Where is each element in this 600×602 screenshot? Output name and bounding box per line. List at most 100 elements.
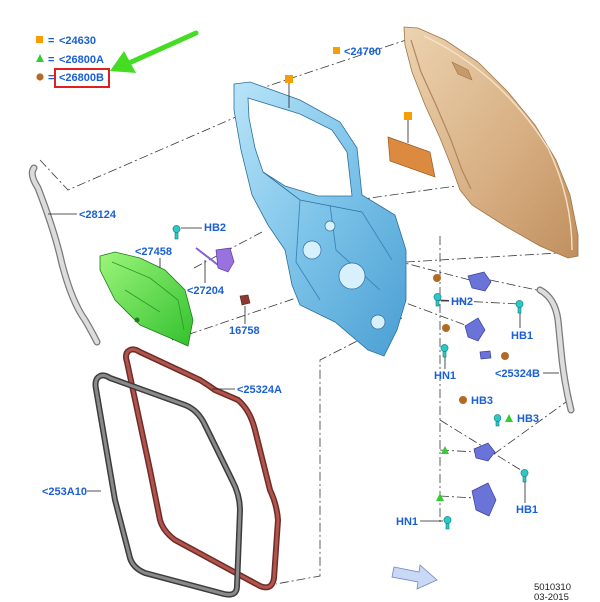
green-trim-panel-rib: [111, 261, 185, 331]
drawing-number: 5010310: [534, 582, 571, 593]
upper-hinge-group: [433, 271, 524, 314]
clip-16758-icon: [239, 294, 251, 306]
bolt-head: [520, 469, 529, 477]
assembly-line: [439, 495, 475, 499]
drawing-date: 03-2015: [534, 592, 569, 602]
nut-circle-icon: [442, 324, 450, 332]
inner-door-hole: [324, 220, 336, 232]
legend-square-eq: =: [48, 35, 54, 47]
bolt-head: [515, 300, 524, 308]
right-weatherstrip: [536, 286, 575, 414]
callout-strip-right: <25324B: [495, 368, 540, 380]
bolt-head: [443, 516, 452, 524]
inner-door-hole: [338, 262, 366, 290]
inner-door-frame-shape: [233, 81, 407, 357]
callout-seal-gray: <253A10: [42, 486, 87, 498]
callout-square-icon: [333, 47, 340, 54]
hb3-bolt-icon: [493, 414, 502, 427]
rod-bracket-body: [215, 247, 235, 273]
assembly-line: [275, 317, 403, 585]
assembly-line: [439, 299, 521, 305]
outer-door-panel-highlight: [423, 35, 573, 251]
hn1-upper-bolt-icon: [440, 344, 449, 358]
front-direction-arrow-icon: [391, 564, 438, 590]
legend-triangle-eq: =: [48, 54, 54, 66]
legend-circle-code: <26800B: [59, 72, 104, 84]
assembly-line: [171, 297, 297, 341]
callout-panel-green: <27458: [135, 246, 172, 258]
green-trim-panel-shape: [99, 251, 194, 347]
pointer-arrow-shaft: [126, 30, 199, 66]
legend-circle-icon: [36, 73, 44, 81]
hb1-lower-bolt-icon: [520, 469, 529, 483]
lower-hinge-lower-half: [471, 482, 497, 517]
legend-square-code: <24630: [59, 35, 96, 47]
outer-door-panel-shape: [403, 26, 579, 259]
clip-triangle-icon: [441, 446, 449, 454]
highlight-box: [54, 68, 110, 88]
nut-circle-icon: [459, 396, 467, 404]
assembly-line: [355, 185, 457, 201]
callout-hn1-upper: HN1: [434, 370, 456, 382]
callout-square-icon: [404, 112, 412, 120]
assembly-line: [493, 401, 567, 455]
nut-circle-icon: [501, 352, 509, 360]
clip-triangle-icon: [436, 493, 444, 501]
bolt-head: [440, 344, 449, 352]
red-door-seal-body: [124, 347, 280, 589]
assembly-line: [39, 116, 237, 191]
red-door-seal: [123, 346, 282, 591]
assembly-line: [255, 39, 407, 91]
left-weatherstrip-body: [29, 165, 100, 345]
callout-seal-red: <25324A: [237, 384, 282, 396]
lower-hinge-group: [436, 442, 529, 530]
upper-hinge: [467, 271, 492, 292]
callout-rod: <27204: [187, 285, 225, 297]
bolt-head: [433, 293, 442, 301]
bolt-head: [172, 225, 181, 233]
gray-door-seal: [92, 372, 244, 598]
assembly-line: [375, 291, 469, 327]
middle-hinge: [464, 317, 486, 342]
middle-hinge-group: [440, 317, 509, 360]
nut-circle-icon: [433, 274, 441, 282]
callout-hb1-upper: HB1: [511, 330, 533, 342]
inner-door-hole: [302, 240, 322, 260]
assembly-line: [405, 251, 576, 263]
callout-outer-panel: <24700: [344, 46, 381, 58]
legend-circle-eq: =: [48, 72, 54, 84]
hb1-upper-bolt-icon: [515, 300, 524, 314]
green-trim-panel: [99, 251, 194, 347]
inner-door-hole: [370, 314, 386, 330]
callout-hb2: HB2: [204, 222, 226, 234]
callout-strip-left: <28124: [79, 209, 117, 221]
legend: = <24630 = <26800A = <26800B: [36, 35, 110, 88]
legend-triangle-code: <26800A: [59, 54, 104, 66]
gray-door-seal-body: [94, 373, 242, 597]
bolt-head: [493, 414, 502, 422]
lower-hinge-upper-half: [473, 442, 496, 462]
callout-hn1-lower: HN1: [396, 516, 418, 528]
callout-clip: 16758: [229, 325, 260, 337]
legend-square-icon: [36, 36, 43, 43]
callout-square-icon: [285, 75, 293, 83]
hb2-bolt-icon: [172, 225, 181, 240]
outer-door-panel: [403, 26, 579, 259]
hn1-lower-bolt-icon: [443, 516, 452, 530]
rod-bracket: [195, 247, 235, 273]
legend-triangle-icon: [36, 54, 44, 62]
left-weatherstrip: [28, 164, 101, 346]
outer-door-panel-notch: [451, 61, 473, 81]
right-weatherstrip-body: [537, 287, 574, 413]
pointer-arrow-icon: [110, 30, 199, 73]
inner-door-frame: [233, 81, 407, 357]
outer-door-panel-flange: [410, 39, 472, 190]
check-strap-link: [479, 350, 492, 360]
callout-hb3-right: HB3: [517, 413, 539, 425]
green-trim-panel-clip: [134, 317, 140, 323]
clip-triangle-icon: [505, 414, 513, 422]
hn2-bolt-icon: [433, 293, 442, 307]
callout-hb1-lower: HB1: [516, 504, 538, 516]
callout-hn2: HN2: [451, 296, 473, 308]
